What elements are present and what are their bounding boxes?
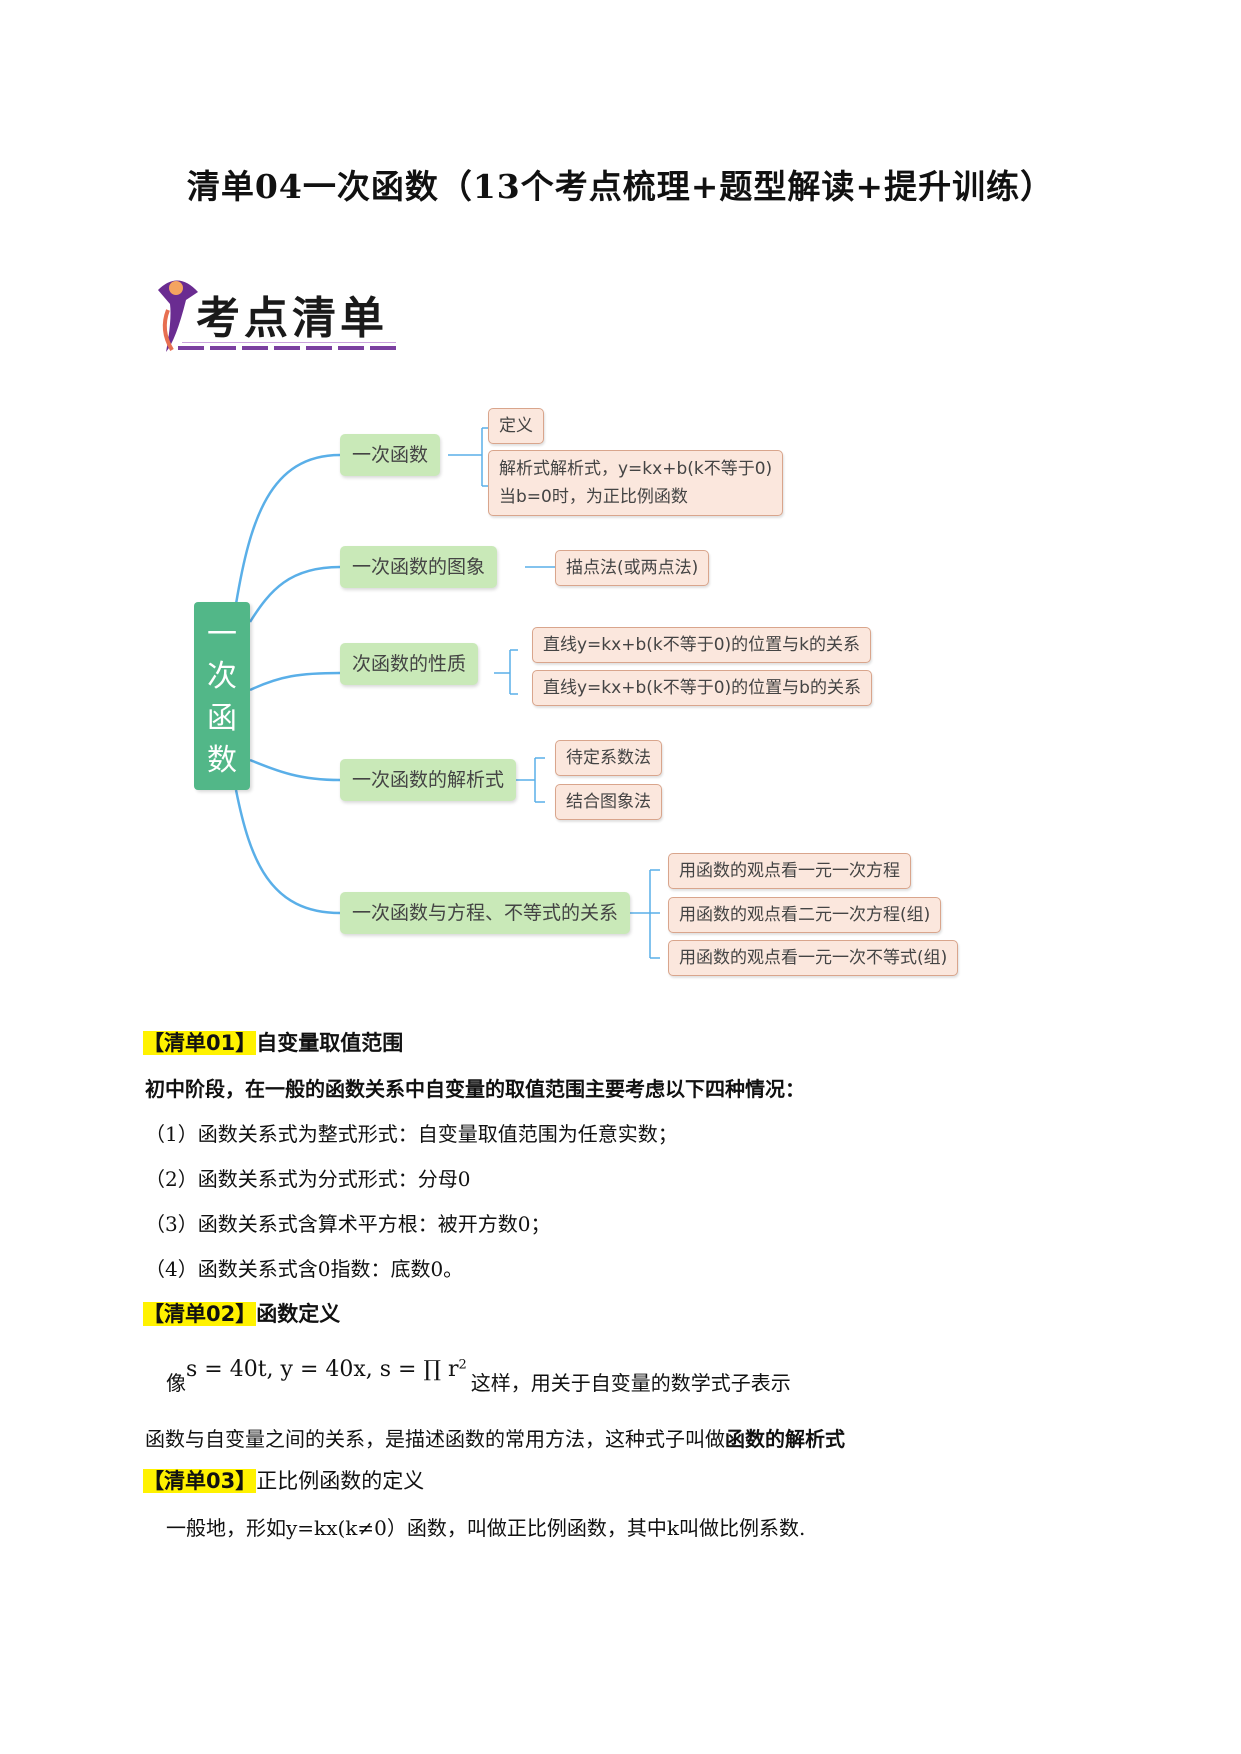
formula-suffix: 这样，用关于自变量的数学式子表示 <box>470 1371 791 1395</box>
mindmap-root: 一 次 函 数 <box>194 602 250 790</box>
section-01-item: （3）函数关系式含算术平方根：被开方数0； <box>145 1212 551 1236</box>
body-text: 函数与自变量之间的关系，是描述函数的常用方法，这种式子叫做 <box>145 1427 725 1451</box>
section-02-header: 【清单02】函数定义 <box>143 1298 340 1328</box>
formula: s = 40t, y = 40x, s = ∏ r <box>186 1357 459 1382</box>
root-char: 次 <box>207 659 237 694</box>
page-title: 清单04一次函数（13个考点梳理+题型解读+提升训练） <box>186 167 1055 206</box>
badge-underline <box>178 346 398 350</box>
mascot-icon <box>158 280 198 352</box>
section-heading: 自变量取值范围 <box>256 1031 404 1055</box>
leaf-linear-equation: 用函数的观点看一元一次方程 <box>668 853 911 889</box>
section-01-item: （1）函数关系式为整式形式：自变量取值范围为任意实数； <box>145 1122 678 1146</box>
leaf-undetermined-coefficients: 待定系数法 <box>555 740 662 776</box>
section-01-item: （2）函数关系式为分式形式：分母0 <box>145 1167 471 1191</box>
leaf-line: 当b=0时，为正比例函数 <box>499 487 688 507</box>
section-03-header: 【清单03】正比例函数的定义 <box>143 1465 424 1495</box>
leaf-line: 解析式解析式，y=kx+b(k不等于0) <box>499 459 773 479</box>
formula-exponent: 2 <box>458 1357 467 1373</box>
leaf-definition: 定义 <box>488 408 544 444</box>
root-char: 一 <box>207 617 237 652</box>
section-01-item: （4）函数关系式含0指数：底数0。 <box>145 1257 464 1281</box>
section-02-body: 函数与自变量之间的关系，是描述函数的常用方法，这种式子叫做函数的解析式 <box>145 1423 845 1452</box>
section-03-body: 一般地，形如y=kx(k≠0）函数，叫做正比例函数，其中k叫做比例系数. <box>166 1516 806 1540</box>
leaf-analytic-expression: 解析式解析式，y=kx+b(k不等于0) 当b=0时，为正比例函数 <box>488 450 784 516</box>
section-02-formula-line: 像s = 40t, y = 40x, s = ∏ r2这样，用关于自变量的数学式… <box>166 1353 791 1395</box>
formula-prefix: 像 <box>166 1371 186 1395</box>
section-tag: 【清单02】 <box>143 1302 257 1326</box>
branch-equations-inequalities: 一次函数与方程、不等式的关系 <box>340 892 631 934</box>
branch-expression: 一次函数的解析式 <box>340 759 517 801</box>
section-heading: 函数定义 <box>256 1302 341 1326</box>
section-heading: 正比例函数的定义 <box>256 1469 425 1493</box>
leaf-plotting-method: 描点法(或两点法) <box>555 550 710 586</box>
leaf-b-relation: 直线y=kx+b(k不等于0)的位置与b的关系 <box>532 670 872 706</box>
body-emphasis: 函数的解析式 <box>725 1427 845 1451</box>
root-char: 函 <box>207 701 237 736</box>
branch-graph: 一次函数的图象 <box>340 546 498 588</box>
exam-points-badge: 考点清单 <box>148 270 408 360</box>
root-char: 数 <box>207 743 237 778</box>
section-01-header: 【清单01】自变量取值范围 <box>143 1027 403 1057</box>
badge-divider <box>182 342 396 343</box>
section-01-intro: 初中阶段，在一般的函数关系中自变量的取值范围主要考虑以下四种情况： <box>145 1077 805 1101</box>
branch-properties: 次函数的性质 <box>340 643 479 685</box>
mindmap-connectors <box>234 427 660 959</box>
branch-linear-function: 一次函数 <box>340 434 441 476</box>
section-tag: 【清单03】 <box>143 1469 257 1493</box>
leaf-inequalities: 用函数的观点看一元一次不等式(组) <box>668 940 959 976</box>
badge-text: 考点清单 <box>196 293 388 344</box>
leaf-k-relation: 直线y=kx+b(k不等于0)的位置与k的关系 <box>532 627 872 663</box>
leaf-system-equations: 用函数的观点看二元一次方程(组) <box>668 897 942 933</box>
section-tag: 【清单01】 <box>143 1031 257 1055</box>
leaf-graph-method: 结合图象法 <box>555 784 662 820</box>
